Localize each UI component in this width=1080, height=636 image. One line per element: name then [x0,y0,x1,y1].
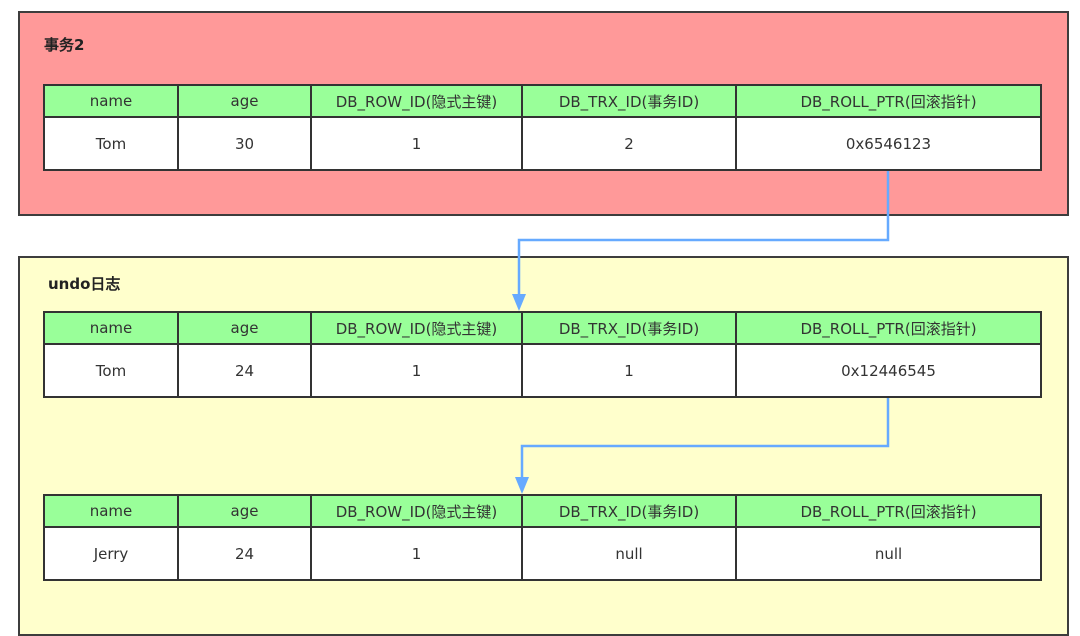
table-header-row: name age DB_ROW_ID(隐式主键) DB_TRX_ID(事务ID)… [43,311,1042,345]
column-header-db-roll-ptr: DB_ROLL_PTR(回滚指针) [735,311,1042,345]
cell-age: 24 [177,526,312,581]
column-header-name: name [43,84,179,118]
table-header-row: name age DB_ROW_ID(隐式主键) DB_TRX_ID(事务ID)… [43,84,1042,118]
cell-db-roll-ptr: 0x6546123 [735,116,1042,171]
column-header-db-roll-ptr: DB_ROLL_PTR(回滚指针) [735,494,1042,528]
column-header-age: age [177,84,312,118]
column-header-name: name [43,494,179,528]
cell-age: 30 [177,116,312,171]
column-header-name: name [43,311,179,345]
column-header-db-roll-ptr: DB_ROLL_PTR(回滚指针) [735,84,1042,118]
table-row: Tom 30 1 2 0x6546123 [43,116,1042,171]
table-row: Tom 24 1 1 0x12446545 [43,343,1042,398]
table-row: Jerry 24 1 null null [43,526,1042,581]
column-header-age: age [177,311,312,345]
column-header-db-row-id: DB_ROW_ID(隐式主键) [310,494,523,528]
cell-db-row-id: 1 [310,116,523,171]
cell-age: 24 [177,343,312,398]
cell-name: Tom [43,116,179,171]
undo-record-table-1: name age DB_ROW_ID(隐式主键) DB_TRX_ID(事务ID)… [43,311,1042,398]
cell-db-trx-id: 1 [521,343,737,398]
undo-record-table-2: name age DB_ROW_ID(隐式主键) DB_TRX_ID(事务ID)… [43,494,1042,581]
transaction-title: 事务2 [44,36,85,54]
cell-db-roll-ptr: null [735,526,1042,581]
column-header-db-trx-id: DB_TRX_ID(事务ID) [521,84,737,118]
column-header-db-trx-id: DB_TRX_ID(事务ID) [521,311,737,345]
undo-log-title: undo日志 [48,275,121,293]
column-header-db-row-id: DB_ROW_ID(隐式主键) [310,311,523,345]
cell-db-trx-id: 2 [521,116,737,171]
column-header-db-trx-id: DB_TRX_ID(事务ID) [521,494,737,528]
table-header-row: name age DB_ROW_ID(隐式主键) DB_TRX_ID(事务ID)… [43,494,1042,528]
cell-db-roll-ptr: 0x12446545 [735,343,1042,398]
transaction-record-table: name age DB_ROW_ID(隐式主键) DB_TRX_ID(事务ID)… [43,84,1042,171]
column-header-db-row-id: DB_ROW_ID(隐式主键) [310,84,523,118]
cell-name: Jerry [43,526,179,581]
cell-db-row-id: 1 [310,526,523,581]
cell-db-row-id: 1 [310,343,523,398]
cell-db-trx-id: null [521,526,737,581]
cell-name: Tom [43,343,179,398]
column-header-age: age [177,494,312,528]
